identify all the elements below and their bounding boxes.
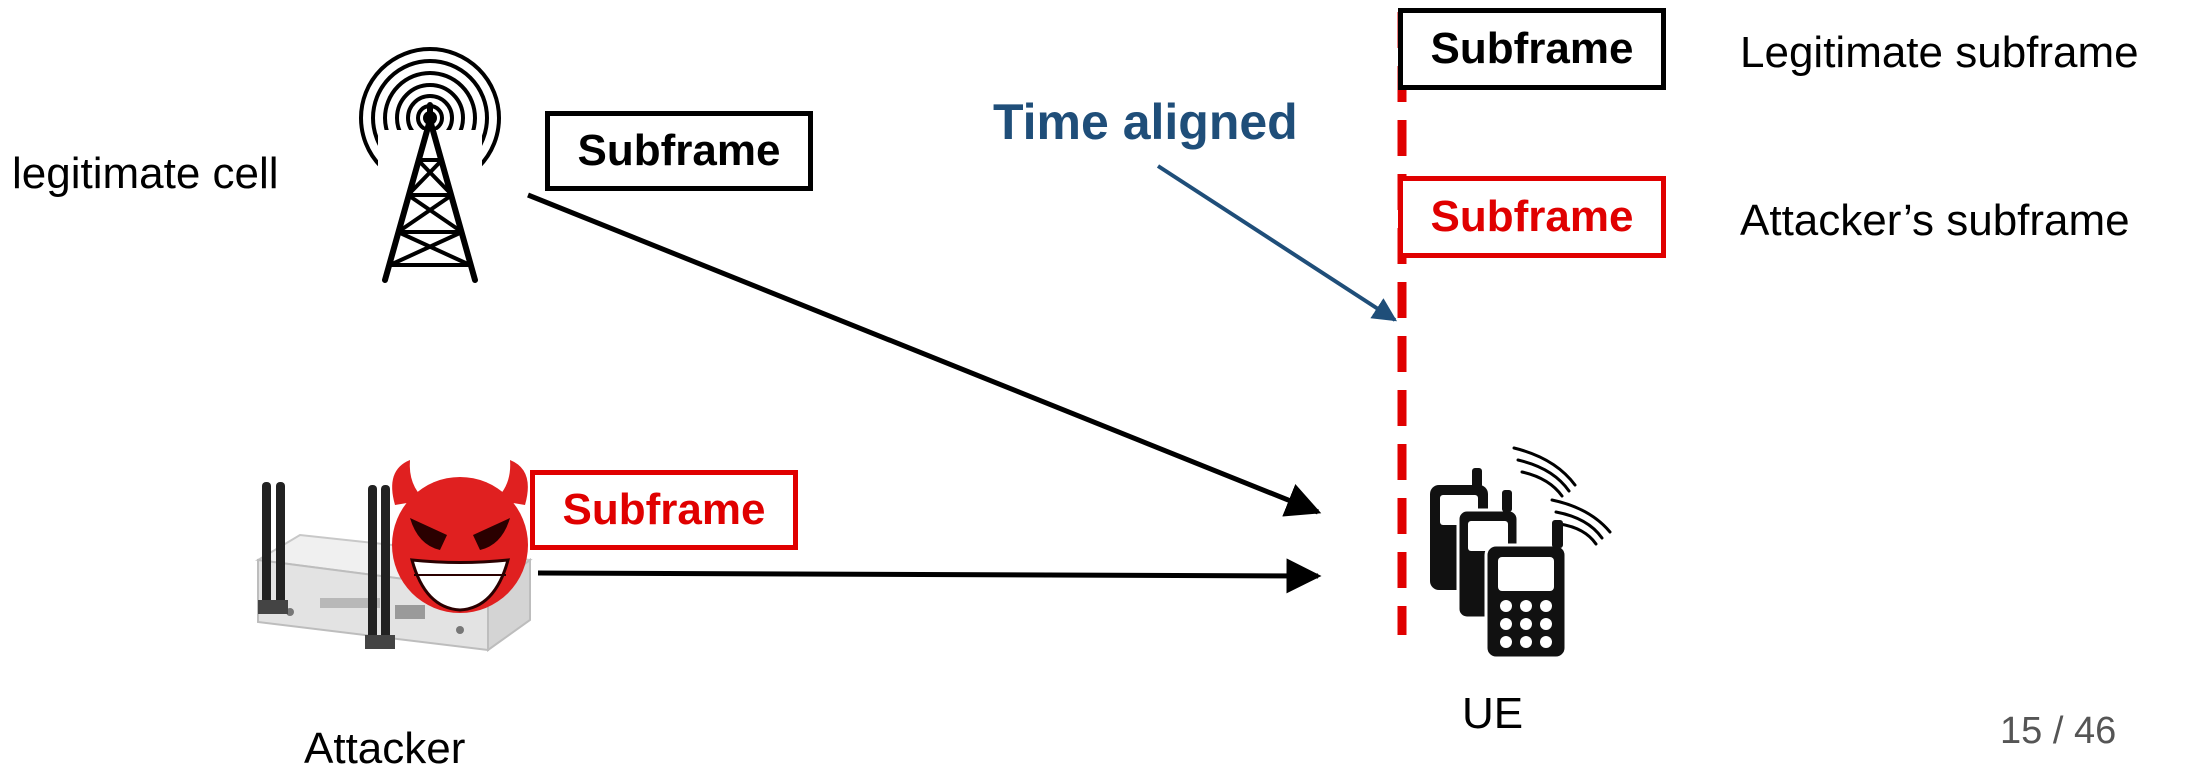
legitimate-cell-label: legitimate cell — [12, 149, 279, 198]
page-current: 15 — [2000, 710, 2043, 752]
legend-legitimate-label: Legitimate subframe — [1740, 28, 2139, 77]
attacker-label: Attacker — [304, 724, 466, 773]
time-aligned-pointer — [1156, 164, 1398, 322]
page-total: 46 — [2073, 710, 2117, 752]
legitimate-signal-arrow — [527, 192, 1322, 517]
time-aligned-label: Time aligned — [993, 94, 1298, 150]
mobile-phones-icon — [1430, 446, 1612, 660]
legend-attacker-label: Attacker’s subframe — [1740, 196, 2130, 245]
cell-tower-icon — [359, 47, 501, 283]
legend-legitimate-subframe-box: Subframe — [1398, 8, 1666, 90]
page-separator: / — [2052, 710, 2064, 752]
page-number: 15 / 46 — [2000, 712, 2116, 750]
attacker-signal-arrow — [537, 558, 1322, 594]
attacker-subframe-box: Subframe — [530, 470, 798, 550]
ue-label: UE — [1462, 689, 1524, 738]
legend-attacker-subframe-box: Subframe — [1398, 176, 1666, 258]
cell-subframe-box: Subframe — [545, 111, 813, 191]
devil-face-icon — [392, 460, 528, 613]
